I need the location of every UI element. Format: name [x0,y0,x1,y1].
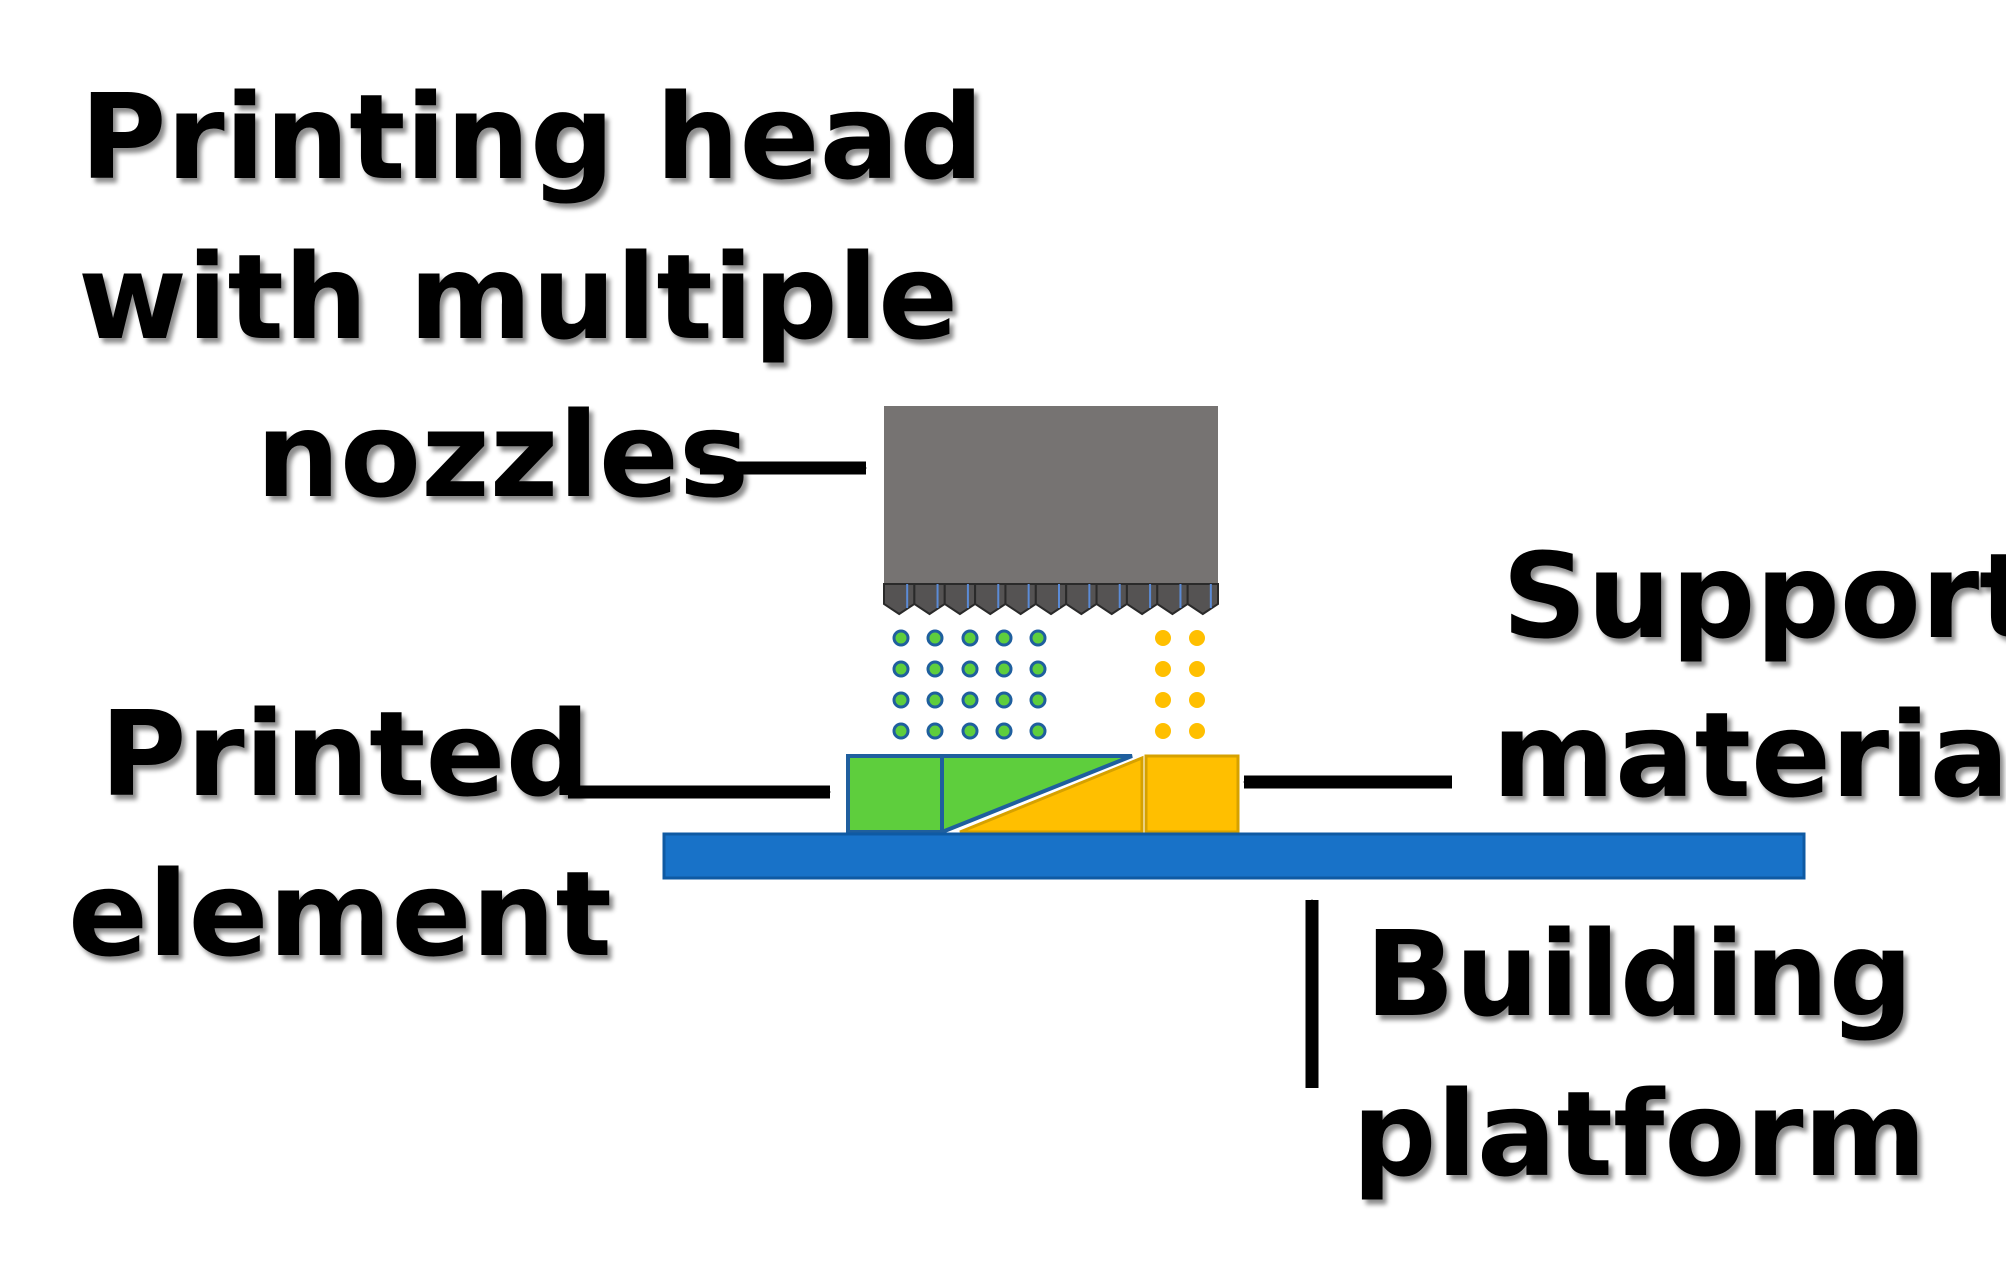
support-material-droplet [1155,630,1171,646]
building-platform [662,832,1806,880]
support-material-droplet [1189,630,1205,646]
nozzle [1095,583,1128,616]
build-material-droplet [892,660,910,678]
printing-head-label-line-3: nozzles [256,386,749,524]
droplets [892,629,1205,740]
nozzle-row [883,583,1219,616]
nozzle [974,583,1007,616]
printed-object [846,754,1240,835]
build-material-droplet [995,629,1013,647]
build-material-droplet [961,629,979,647]
printing-head [884,406,1218,584]
printing-head-label-line-2: with multiple [78,228,958,366]
printed-element-wedge [940,754,1133,835]
printing-head-label: Printing head with multiple nozzles [78,68,984,524]
support-material-droplet [1155,692,1171,708]
building-platform-label-line-1: Building [1365,905,1913,1043]
building-platform-label-line-2: platform [1352,1065,1927,1203]
support-material-droplet [1155,723,1171,739]
build-material-droplet [1029,691,1047,709]
build-material-droplet [961,660,979,678]
build-material-droplet [995,722,1013,740]
build-material-droplet [1029,629,1047,647]
build-material-droplet [961,722,979,740]
build-material-droplet [1029,660,1047,678]
support-material-droplet [1189,692,1205,708]
printing-head-label-line-1: Printing head [80,68,984,206]
build-material-droplet [926,722,944,740]
nozzle [1004,583,1037,616]
build-material-droplet [1029,722,1047,740]
support-material-droplet [1189,723,1205,739]
support-material-droplet [1189,661,1205,677]
support-material-label-line-1: Support [1502,527,2006,665]
support-material-label: Support material [1492,527,2006,824]
nozzle [943,583,977,616]
nozzle [1034,583,1068,616]
printed-element-label-line-1: Printed [100,685,590,823]
support-material-droplet [1155,661,1171,677]
support-material-wedge [959,755,1144,834]
build-material-droplet [892,691,910,709]
build-material-droplet [926,629,944,647]
support-material-block [1144,754,1240,834]
build-material-droplet [961,691,979,709]
support-material-label-line-2: material [1492,686,2006,824]
build-material-droplet [995,660,1013,678]
printed-element-label: Printed element [68,685,612,983]
build-material-droplet [926,691,944,709]
printed-element-label-line-2: element [68,845,612,983]
building-platform-label: Building platform [1352,905,1927,1203]
nozzle [883,583,916,616]
build-material-droplet [892,629,910,647]
build-material-droplet [926,660,944,678]
nozzle [1186,583,1219,616]
nozzle [1125,583,1159,616]
nozzle [1156,583,1189,616]
nozzle [1065,583,1098,616]
printed-element-block [846,754,944,834]
build-material-droplet [892,722,910,740]
build-material-droplet [995,691,1013,709]
nozzle [913,583,946,616]
